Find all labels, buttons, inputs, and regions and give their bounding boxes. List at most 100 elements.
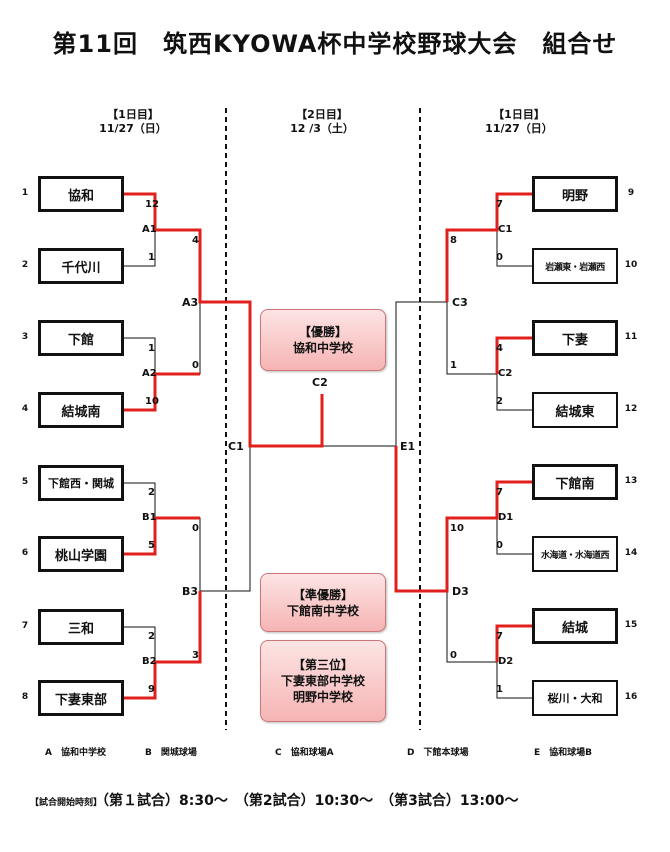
label-A1: A1 (142, 224, 157, 235)
day-header-left-date: 11/27（日） (99, 122, 167, 135)
team-15: 結城 (532, 608, 618, 644)
label-C2-final: C2 (312, 376, 328, 389)
seed-14: 14 (624, 548, 638, 558)
score-A2-top: 1 (148, 343, 155, 354)
day-header-center: 【2日目】 12 /3（土） (262, 108, 382, 136)
label-C2-right: C2 (498, 368, 513, 379)
line-team14 (496, 518, 532, 555)
day-header-right: 【1日目】 11/27（日） (459, 108, 579, 136)
score-C2-top: 4 (496, 343, 503, 354)
label-B1: B1 (142, 512, 157, 523)
seed-15: 15 (624, 620, 638, 630)
label-D3: D3 (452, 585, 469, 598)
score-C1-bottom: 0 (496, 252, 503, 263)
score-B3-bottom: 3 (192, 650, 199, 661)
winner-path-momoyama (124, 516, 200, 556)
score-A3-bottom: 0 (192, 360, 199, 371)
score-A1-bottom: 1 (148, 252, 155, 263)
third-place-box: 【第三位】 下妻東部中学校 明野中学校 (260, 640, 386, 722)
seed-4: 4 (21, 404, 29, 414)
winner-path-kyowa (124, 192, 324, 448)
day-header-center-date: 12 /3（土） (290, 122, 354, 135)
label-C3: C3 (452, 296, 468, 309)
start-times-text: （第１試合）8:30～ （第2試合）10:30～ （第3試合）13:00～ (102, 793, 519, 809)
winner-path-yukiminami (124, 372, 200, 412)
score-D3-top: 10 (450, 523, 464, 534)
score-B2-top: 2 (148, 631, 155, 642)
team-7: 三和 (38, 609, 124, 645)
team-6: 桃山学園 (38, 536, 124, 572)
line-team12 (496, 374, 532, 411)
score-C3-top: 8 (450, 235, 457, 246)
runner-up-team: 下館南中学校 (286, 603, 359, 618)
seed-6: 6 (21, 548, 29, 558)
line-team10 (496, 230, 532, 267)
score-C2-bottom: 2 (496, 396, 503, 407)
venue-C: C 協和球場A (275, 748, 334, 758)
line-D2-D3 (446, 591, 497, 663)
seed-16: 16 (624, 692, 638, 702)
seed-8: 8 (21, 692, 29, 702)
venue-A: A 協和中学校 (45, 748, 106, 758)
score-B3-top: 0 (192, 523, 199, 534)
champion-label: 【優勝】 (298, 325, 347, 339)
line-team3 (124, 337, 156, 373)
line-C2-C3 (446, 302, 497, 375)
line-C3-E1 (395, 301, 447, 446)
team-4: 結城南 (38, 392, 124, 428)
score-B1-top: 2 (148, 487, 155, 498)
team-3: 下館 (38, 320, 124, 356)
seed-1: 1 (21, 188, 29, 198)
team-11: 下妻 (532, 320, 618, 356)
winner-path-akeno (445, 192, 532, 302)
seed-13: 13 (624, 476, 638, 486)
score-D1-bottom: 0 (496, 540, 503, 551)
line-B3-C1 (200, 446, 251, 592)
third-place-team-1: 下妻東部中学校 (280, 674, 365, 688)
score-C3-bottom: 1 (450, 360, 457, 371)
winner-path-yuki (495, 624, 532, 662)
runner-up-box: 【準優勝】 下館南中学校 (260, 573, 386, 632)
score-D2-bottom: 1 (496, 684, 503, 695)
team-9: 明野 (532, 176, 618, 212)
venue-E: E 協和球場B (534, 748, 593, 758)
seed-10: 10 (624, 260, 638, 270)
score-B2-bottom: 9 (148, 684, 155, 695)
team-13: 下館南 (532, 464, 618, 500)
score-B1-bottom: 5 (148, 540, 155, 551)
team-16: 桜川・大和 (532, 680, 618, 716)
score-A2-bottom: 10 (145, 396, 159, 407)
champion-team: 協和中学校 (292, 341, 353, 355)
team-12: 結城東 (532, 392, 618, 428)
team-2: 千代川 (38, 248, 124, 284)
line-team16 (496, 662, 532, 699)
label-D1: D1 (498, 512, 514, 523)
team-1: 協和 (38, 176, 124, 212)
score-A3-top: 4 (192, 235, 199, 246)
team-14: 水海道・水海道西 (532, 536, 618, 572)
third-place-team-2: 明野中学校 (292, 690, 353, 704)
label-C1-right: C1 (498, 224, 513, 235)
day-header-left: 【1日目】 11/27（日） (73, 108, 193, 136)
start-times: 【試合開始時刻】（第１試合）8:30～ （第2試合）10:30～ （第3試合）1… (30, 790, 518, 810)
day-header-center-label: 【2日目】 (296, 108, 348, 121)
day-header-left-label: 【1日目】 (107, 108, 159, 121)
champion-box: 【優勝】 協和中学校 (260, 309, 386, 371)
label-A3: A3 (182, 296, 199, 309)
winner-path-shimotsumatobu (124, 591, 202, 700)
score-C1-top: 7 (496, 199, 503, 210)
label-B2: B2 (142, 656, 157, 667)
day-header-right-date: 11/27（日） (485, 122, 553, 135)
team-10: 岩瀬東・岩瀬西 (532, 248, 618, 284)
line-team7 (124, 626, 156, 662)
seed-5: 5 (21, 477, 29, 487)
venue-D: D 下館本球場 (407, 748, 469, 758)
page-title: 第11回 筑西KYOWA杯中学校野球大会 組合せ (52, 30, 618, 58)
line-team2 (124, 230, 156, 267)
label-B3: B3 (182, 585, 199, 598)
label-A2: A2 (142, 368, 157, 379)
seed-2: 2 (21, 260, 29, 270)
team-8: 下妻東部 (38, 680, 124, 716)
label-C1-left: C1 (228, 440, 244, 453)
runner-up-label: 【準優勝】 (292, 587, 353, 602)
